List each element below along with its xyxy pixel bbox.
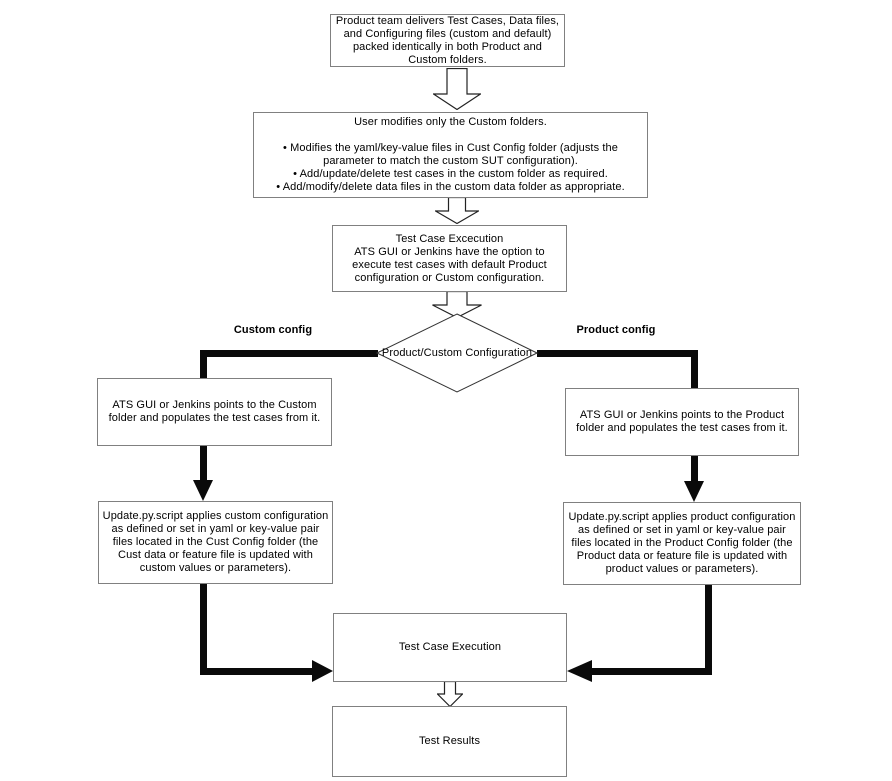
connector-line-product-down-2: [691, 456, 698, 483]
arrowhead-left-icon: [567, 660, 592, 682]
block-arrow-down-icon: [433, 68, 481, 110]
block-arrow-down-icon: [437, 681, 463, 707]
block-arrow-down-icon: [435, 197, 479, 224]
node-test-case-excecution-option: Test Case Excecution ATS GUI or Jenkins …: [332, 225, 567, 292]
arrowhead-down-icon: [684, 481, 704, 502]
connector-line-custom-down-2: [200, 446, 207, 482]
node-custom-points: ATS GUI or Jenkins points to the Custom …: [97, 378, 332, 446]
node-test-results: Test Results: [332, 706, 567, 777]
node-product-update: Update.py.script applies product configu…: [563, 502, 801, 585]
node-delivery: Product team delivers Test Cases, Data f…: [330, 14, 565, 67]
connector-line-product-down-3: [705, 585, 712, 675]
node-custom-update: Update.py.script applies custom configur…: [98, 501, 333, 584]
node-test-case-execution: Test Case Execution: [333, 613, 567, 682]
block-arrow-down-icon: [432, 291, 482, 318]
decision-diamond: [376, 313, 538, 393]
connector-line-custom-down-3: [200, 584, 207, 675]
connector-line-custom-bottom: [200, 668, 314, 675]
connector-line-custom-down-1: [200, 350, 207, 378]
connector-line-product-bottom: [592, 668, 712, 675]
branch-label-product: Product config: [576, 324, 656, 336]
connector-line-product-down-1: [691, 350, 698, 388]
arrowhead-right-icon: [312, 660, 333, 682]
decision-label: Product/Custom Configuration: [381, 347, 533, 359]
arrowhead-down-icon: [193, 480, 213, 501]
branch-label-custom: Custom config: [233, 324, 313, 336]
connector-line-product-horizontal: [537, 350, 698, 357]
connector-line-custom-horizontal: [200, 350, 378, 357]
node-product-points: ATS GUI or Jenkins points to the Product…: [565, 388, 799, 456]
node-user-modifies: User modifies only the Custom folders. •…: [253, 112, 648, 198]
